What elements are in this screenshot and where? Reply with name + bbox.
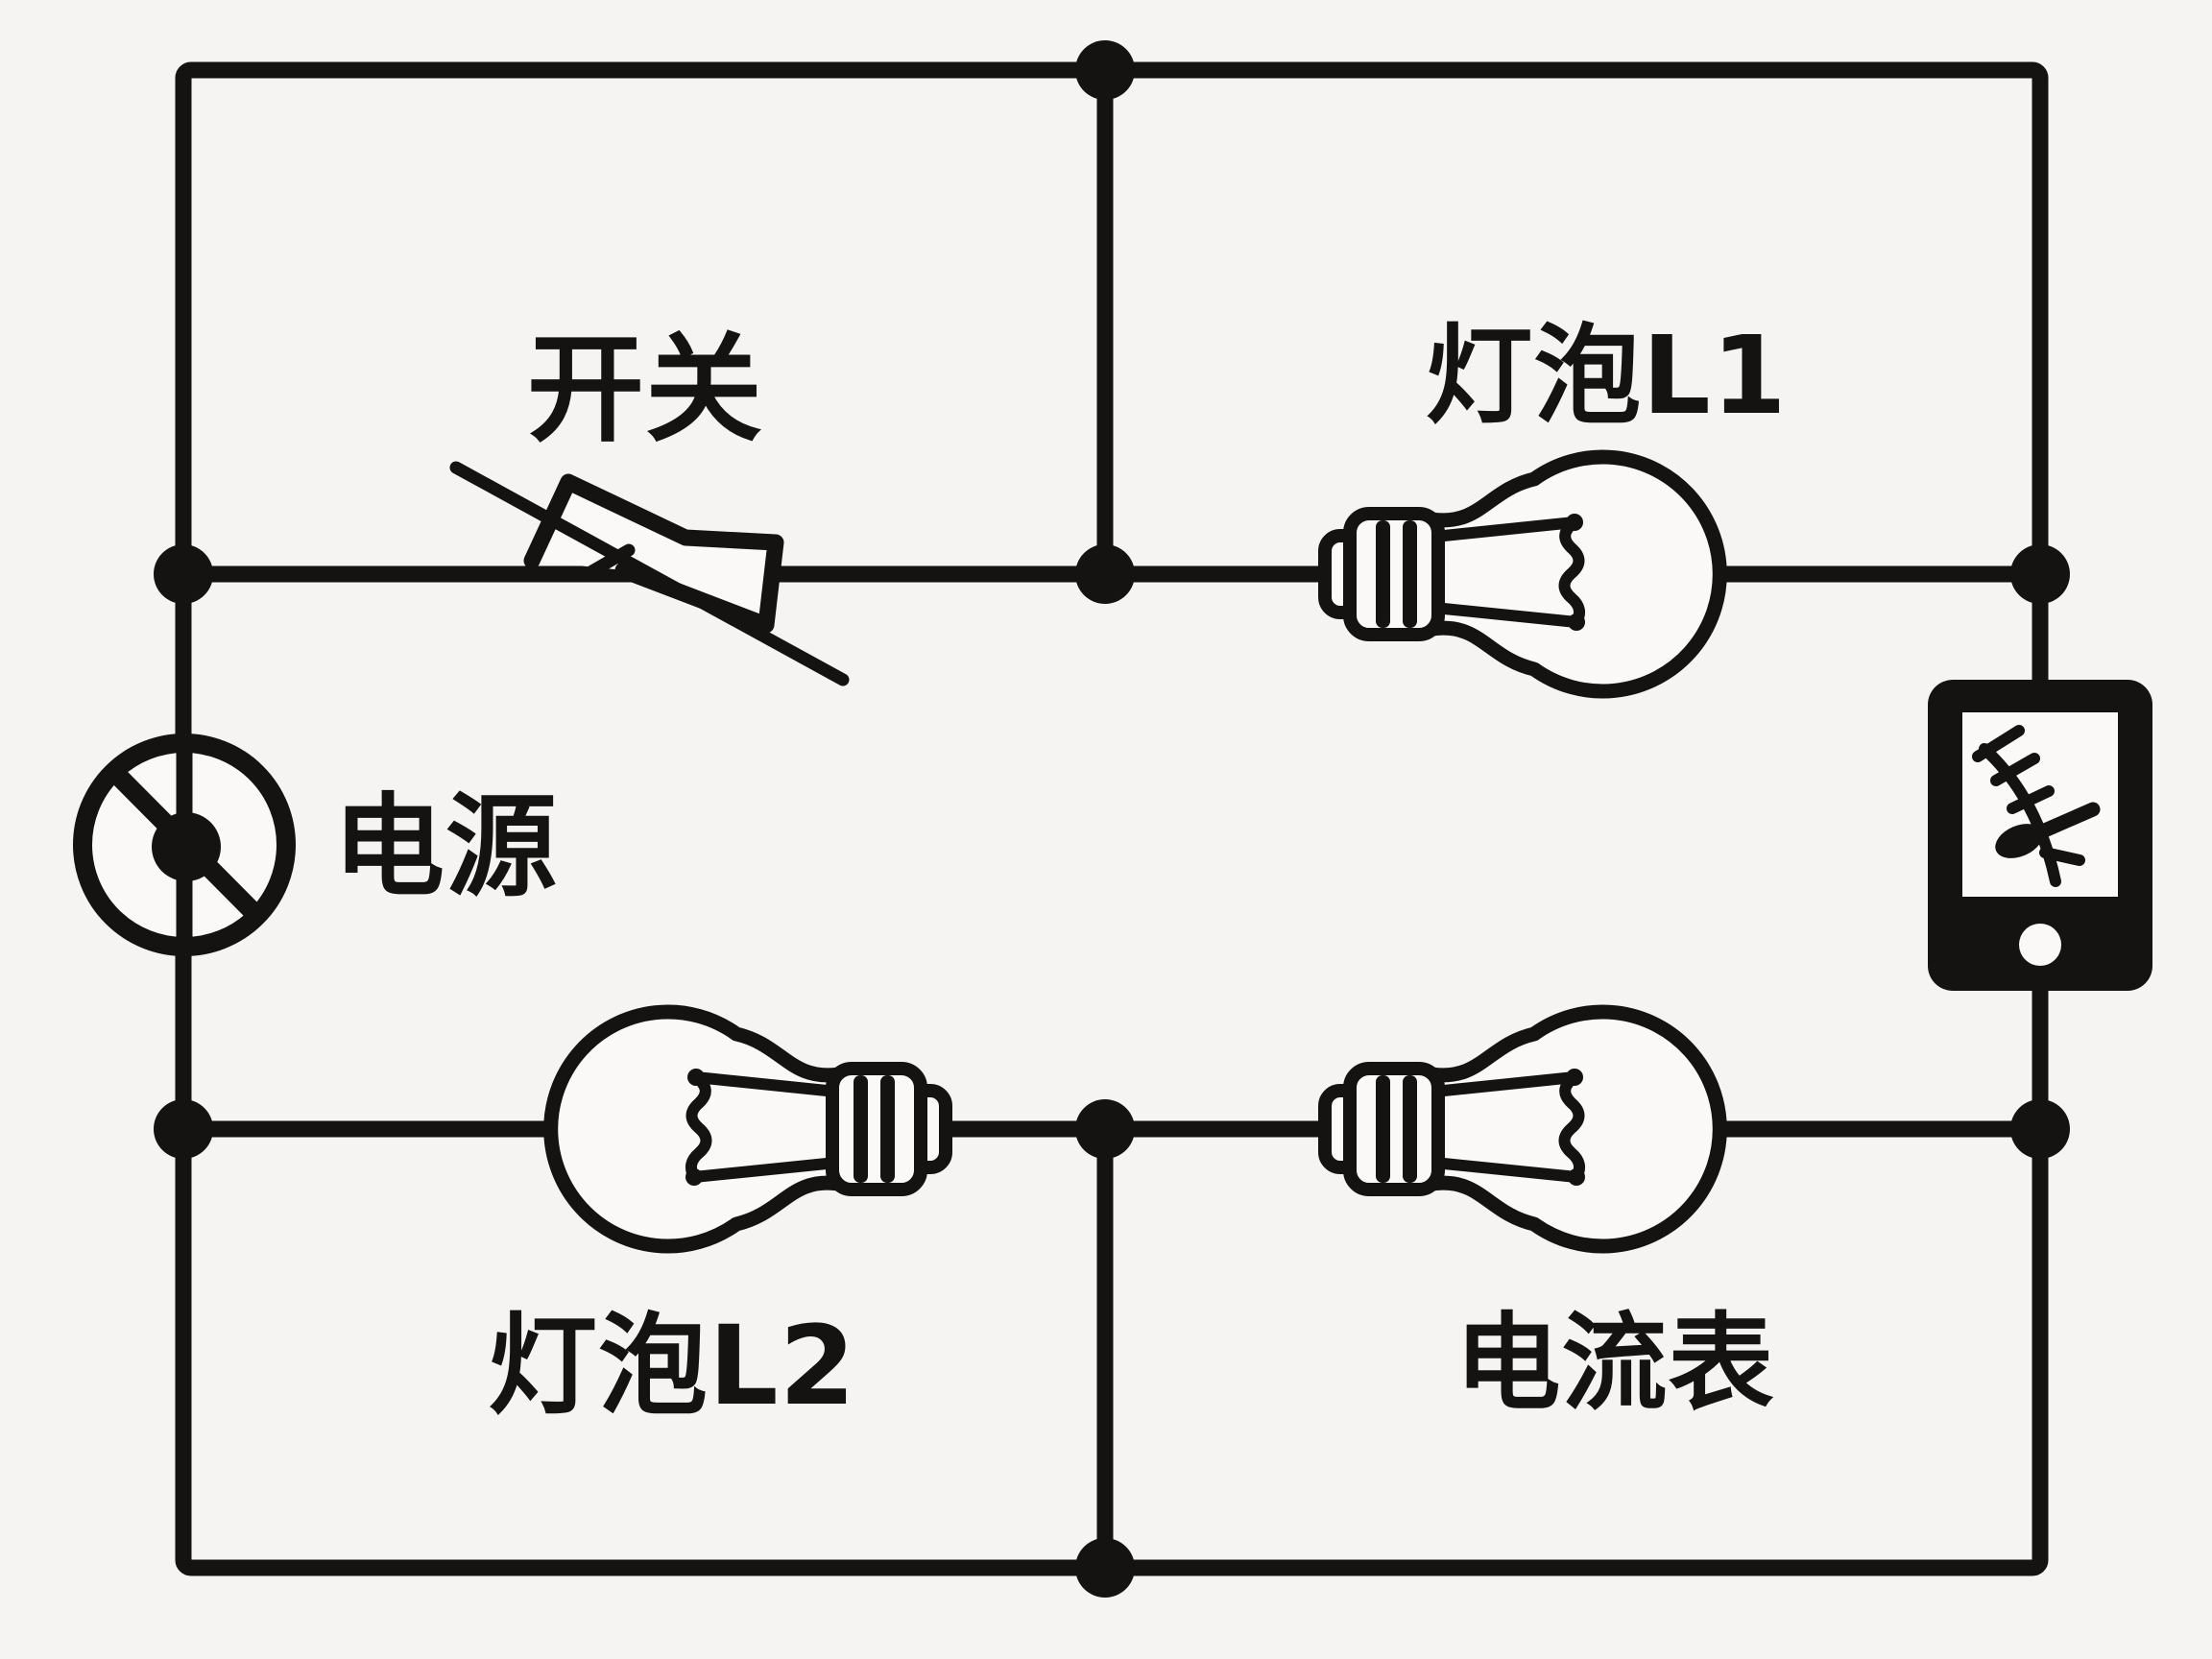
switch-blade xyxy=(523,473,784,634)
junction-dot xyxy=(2010,1099,2070,1159)
junction-dot xyxy=(1075,1099,1135,1159)
meter-tick xyxy=(2007,785,2055,814)
junction-dot xyxy=(2010,544,2070,604)
power-source-label: 电源 xyxy=(333,782,558,912)
bulb-l2-label: 灯泡L2 xyxy=(488,1302,856,1430)
power-source-center-dot xyxy=(152,812,221,881)
junction-dot xyxy=(1075,544,1135,604)
meter-needle-pivot xyxy=(1995,824,2043,858)
power-source-symbol xyxy=(73,733,296,956)
junction-dot xyxy=(1075,40,1135,100)
meter-tick xyxy=(2039,847,2085,866)
switch-symbol xyxy=(449,461,850,686)
ammeter-label: 电流表 xyxy=(1455,1302,1775,1425)
meter-tick xyxy=(1972,725,2025,762)
meter-terminal xyxy=(2019,924,2061,966)
bulb-l1-label: 灯泡L1 xyxy=(1425,314,1787,439)
panel-meter-icon xyxy=(1928,680,2152,991)
junction-dot xyxy=(154,544,213,604)
switch-hinge-hook xyxy=(584,543,636,579)
switch-label: 开关 xyxy=(527,322,763,458)
junction-dot xyxy=(1075,1538,1135,1598)
meter-tick xyxy=(1990,753,2040,786)
junction-dot xyxy=(154,1099,213,1159)
switch-lever-arm xyxy=(449,461,850,686)
